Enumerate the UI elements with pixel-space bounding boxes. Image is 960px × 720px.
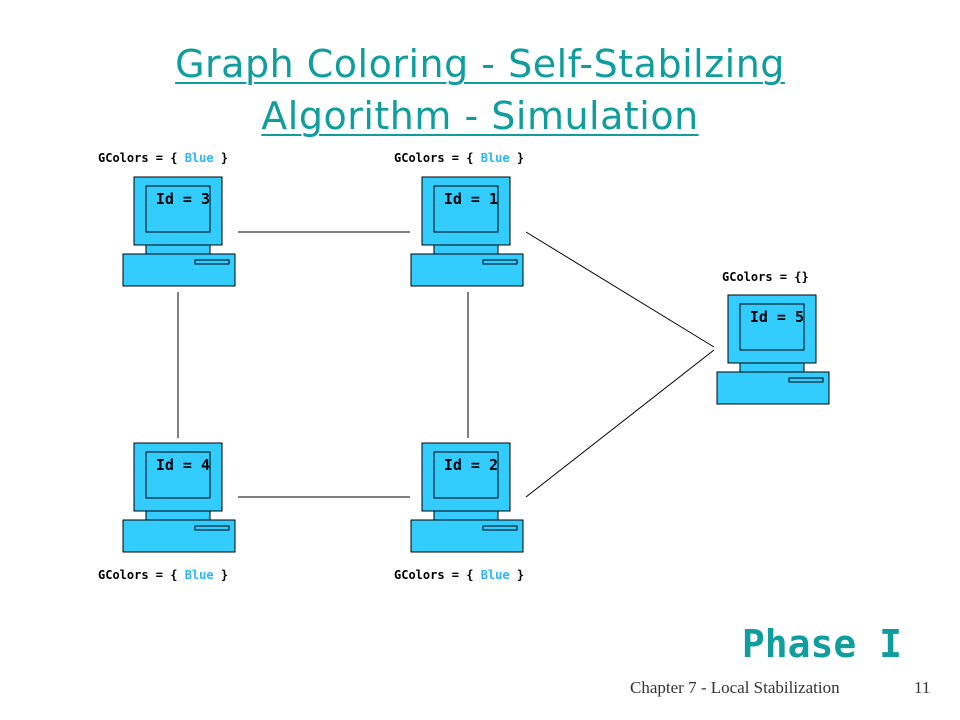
- footer-chapter: Chapter 7 - Local Stabilization: [630, 678, 840, 697]
- computer-icon: [410, 176, 524, 287]
- computer-icon: [716, 294, 830, 405]
- node-id-label: Id = 2: [443, 456, 498, 474]
- edge-1-5: [525, 231, 715, 348]
- computer-icon: [122, 176, 236, 287]
- node-id-label: Id = 1: [443, 190, 498, 208]
- computer-icon: [410, 442, 524, 553]
- node-5-gcolors: GColors = {}: [722, 270, 809, 284]
- node-id-label: Id = 5: [749, 308, 804, 326]
- node-id-label: Id = 4: [155, 456, 210, 474]
- edge-2-5: [525, 349, 715, 498]
- node-computer-3: Id = 3: [122, 176, 236, 290]
- slide-title: Graph Coloring - Self-Stabilzing Algorit…: [0, 38, 960, 142]
- node-computer-1: Id = 1: [410, 176, 524, 290]
- slide-footer: Chapter 7 - Local Stabilization 11: [630, 678, 930, 698]
- computer-icon: [122, 442, 236, 553]
- node-computer-2: Id = 2: [410, 442, 524, 556]
- node-3-gcolors: GColors = { Blue }: [98, 151, 229, 165]
- node-id-label: Id = 3: [155, 190, 210, 208]
- node-2-gcolors: GColors = { Blue }: [394, 568, 525, 582]
- footer-page-number: 11: [914, 678, 931, 697]
- slide-title-line-1: Graph Coloring - Self-Stabilzing: [175, 42, 785, 86]
- node-4-gcolors: GColors = { Blue }: [98, 568, 229, 582]
- node-computer-5: Id = 5: [716, 294, 830, 408]
- phase-label: Phase I: [741, 622, 902, 666]
- node-1-gcolors: GColors = { Blue }: [394, 151, 525, 165]
- slide-title-line-2: Algorithm - Simulation: [261, 94, 699, 138]
- node-computer-4: Id = 4: [122, 442, 236, 556]
